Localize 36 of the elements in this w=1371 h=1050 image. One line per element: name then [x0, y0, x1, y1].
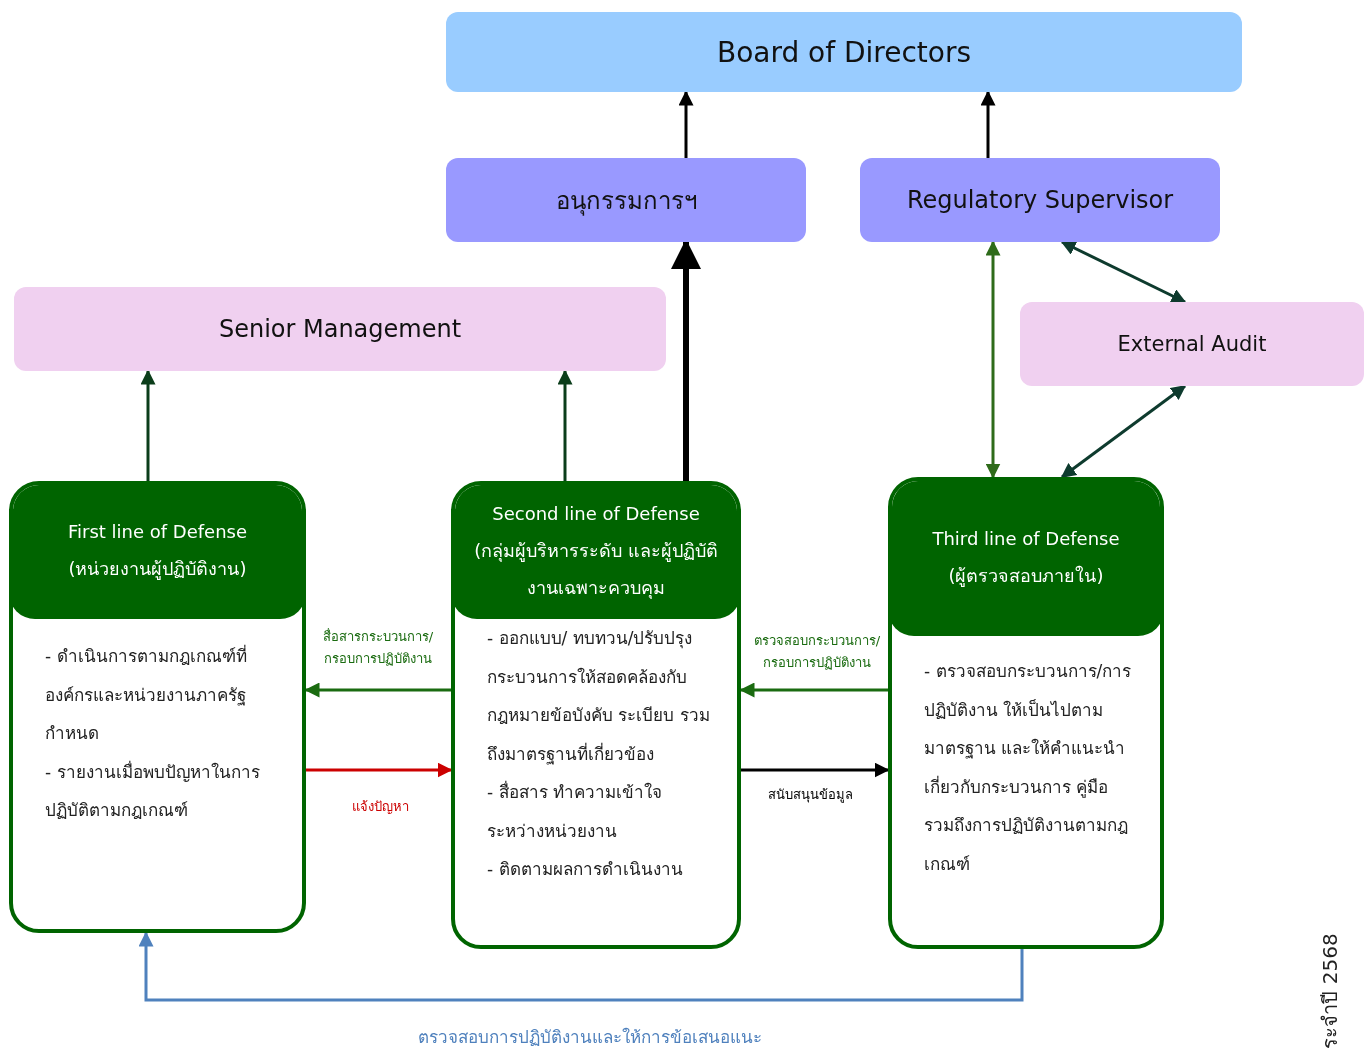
arrow — [304, 682, 451, 698]
arrow — [1060, 240, 1187, 304]
bullet-text: - ตรวจสอบกระบวนการ/การปฏิบัติงาน ให้เป็นไปตามมาตรฐาน และให้คำแนะนำเกี่ยวกับกระบวนการ คู่มือ รวมถึงการปฏิบัติงานตามกฎเกณฑ์ — [923, 660, 1133, 876]
arrow — [140, 369, 156, 481]
card-title: Third line of Defense (ผู้ตรวจสอบภายใน) — [931, 526, 1121, 589]
arrow — [741, 762, 890, 778]
defense-line-card — [451, 481, 741, 949]
defense-line-card — [888, 477, 1164, 949]
bullet-text: - ติดตามผลการดำเนินงาน — [486, 858, 684, 881]
year-note: ระจำปี 2568 — [1317, 932, 1343, 1050]
node-title: Regulatory Supervisor — [906, 186, 1174, 214]
node-title: อนุกรรมการฯ — [555, 185, 697, 218]
bullet-text: - ดำเนินการตามกฎเกณฑ์ที่องค์กรและหน่วยงานภาครัฐกำหนด — [44, 643, 248, 745]
arrow — [980, 90, 996, 158]
management-box — [14, 287, 666, 371]
arrow — [739, 682, 888, 698]
node-title: External Audit — [1117, 332, 1267, 356]
arrow — [1060, 384, 1187, 479]
arrow — [678, 90, 694, 158]
arrow — [138, 931, 1024, 1002]
defense-line-card — [9, 481, 306, 933]
arrow — [985, 240, 1001, 479]
card-title: Second line of Defense (กลุ่มผู้บริหารระดับ และผู้ปฏิบัติงานเฉพาะควบคุม — [473, 501, 719, 601]
bullet-text: - สื่อสาร ทำความเข้าใจระหว่างหน่วยงาน — [486, 779, 663, 843]
supervisor-box — [860, 158, 1220, 242]
board-box — [446, 12, 1242, 92]
node-title: Board of Directors — [716, 35, 972, 69]
committee-box — [446, 158, 806, 242]
card-title: First line of Defense (หน่วยงานผู้ปฏิบัติงาน) — [66, 520, 249, 582]
node-title: Senior Management — [218, 315, 462, 343]
bullet-text: - ออกแบบ/ ทบทวน/ปรับปรุงกระบวนการให้สอดคล้องกับกฎหมายข้อบังคับ ระเบียบ รวมถึงมาตรฐานที่เกี่ยวข้อง — [486, 627, 711, 767]
bullet-text: - รายงานเมื่อพบปัญหาในการปฏิบัติตามกฎเกณฑ์ — [44, 759, 261, 822]
audit-box — [1020, 302, 1364, 386]
arrow — [557, 369, 573, 481]
arrow — [306, 762, 453, 778]
arrow — [671, 239, 701, 481]
